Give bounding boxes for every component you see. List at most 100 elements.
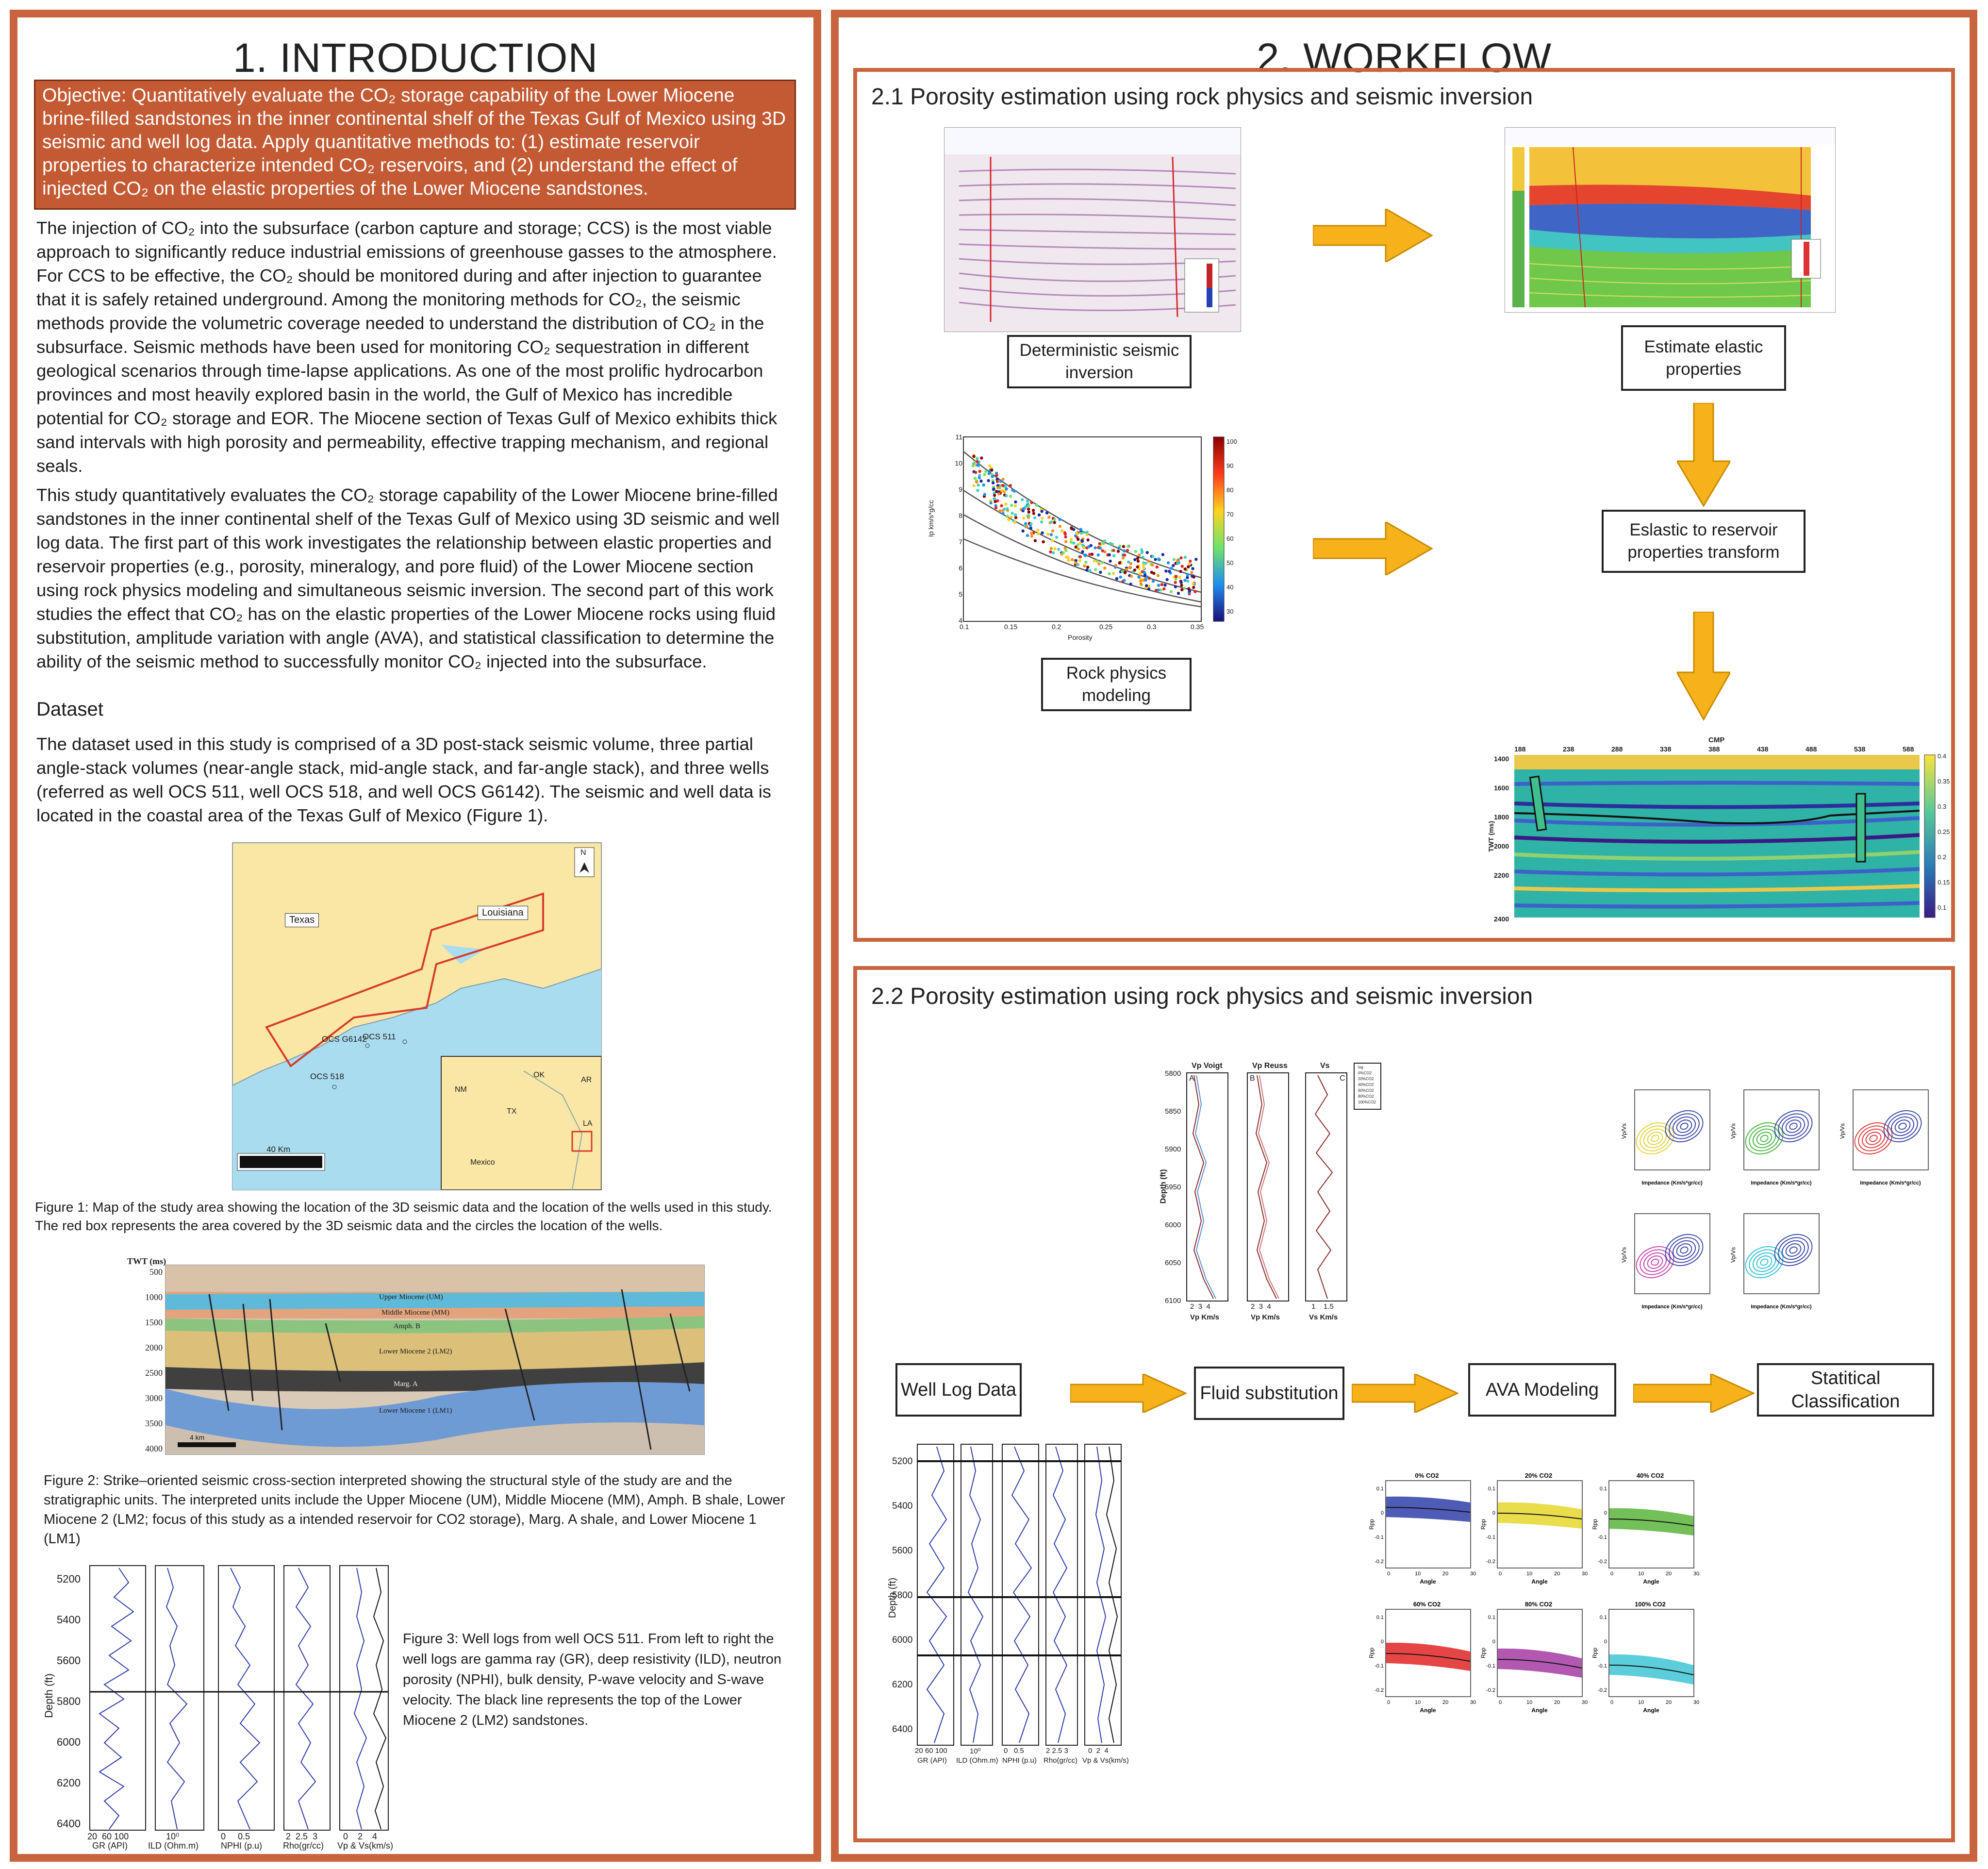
crossplot-point: [1174, 585, 1177, 588]
flow-fluid-substitution: Fluid substitution: [1194, 1367, 1344, 1420]
inset-ar: AR: [581, 1076, 592, 1084]
crossplot-point: [1145, 584, 1148, 587]
crossplot-point: [1144, 578, 1147, 582]
crossplot-point: [1129, 583, 1132, 586]
crossplot-point: [1174, 581, 1177, 584]
ava-xtick: 10: [1638, 1700, 1644, 1705]
crossplot-point: [1103, 539, 1107, 543]
crossplot-point: [972, 462, 976, 466]
crossplot-point: [1076, 543, 1079, 547]
ava-xtick: 20: [1554, 1571, 1560, 1577]
flow-statistical-classification: Statitical Classification: [1757, 1363, 1934, 1417]
crossplot-point: [1161, 553, 1165, 556]
crossplot-point: [1136, 565, 1139, 569]
ava-ytick: 0.1: [1600, 1486, 1607, 1492]
logs-xlabel-vp: Vp & Vs(km/s): [337, 1841, 394, 1851]
crossplot-point: [1115, 577, 1119, 581]
crossplot-point: [1049, 550, 1052, 554]
crossplot-point: [1111, 572, 1115, 575]
figure-3-caption: Figure 3: Well logs from well OCS 511. F…: [403, 1631, 782, 1728]
crossplot-point: [1136, 556, 1140, 560]
crossplot-yticks: 4 5 6 7 8 9 10 11: [955, 433, 962, 624]
logs-tick-gr: 20 60 100: [87, 1832, 129, 1841]
crossplot-point: [1108, 553, 1111, 556]
ava-mean-line: [1609, 1519, 1694, 1526]
crossplot-point: [1029, 522, 1033, 526]
crossplot-point: [1022, 517, 1026, 520]
crossplot-point: [1114, 564, 1117, 567]
ava-band: [1609, 1508, 1693, 1535]
crossplot-point: [1101, 561, 1104, 564]
map-label-texas: Texas: [285, 913, 319, 927]
cluster-contour: [1752, 1128, 1776, 1149]
cluster-ylabel: Vp/Vs: [1839, 1123, 1846, 1139]
crossplot-point: [1047, 516, 1051, 519]
cluster-contour: [1680, 1246, 1689, 1254]
crossplot-point: [1134, 550, 1138, 553]
crossplot-point: [1155, 565, 1159, 569]
crossplot-point: [1142, 566, 1145, 569]
crossplot-xticks: 0.1 0.15 0.2 0.25 0.3 0.35: [960, 623, 1204, 631]
cluster-contour: [1854, 1122, 1893, 1155]
crossplot-point: [1001, 478, 1005, 481]
crossplot-point: [1079, 532, 1083, 535]
crossplot-point: [1154, 588, 1158, 592]
porosity-section-title: CMP: [1708, 736, 1725, 744]
cluster-contour: [1890, 1116, 1915, 1136]
crossplot-point: [976, 457, 979, 460]
crossplot-point: [995, 473, 998, 477]
introduction-panel: 1. INTRODUCTION: [10, 10, 821, 1862]
ava-ylabel: Rpp: [1369, 1519, 1375, 1530]
crossplot-point: [1014, 500, 1017, 504]
cluster-contour: [1756, 1132, 1773, 1145]
ava-plot-title: 40% CO2: [1637, 1472, 1664, 1479]
well-label-511: OCS 511: [363, 1032, 396, 1041]
crossplot-point: [1129, 562, 1132, 565]
fluid-letter-b: B: [1250, 1074, 1255, 1083]
s22-tick-vp: 0 2 4: [1088, 1747, 1109, 1755]
ava-ylabel: Rpp: [1592, 1648, 1598, 1658]
crossplot-point: [1147, 577, 1151, 580]
crossplot-point: [1026, 499, 1029, 503]
cluster-contour: [1887, 1113, 1918, 1139]
crossplot-point: [1064, 549, 1068, 552]
flow-well-log-data: Well Log Data: [895, 1363, 1022, 1417]
ava-ytick: 0: [1492, 1639, 1495, 1645]
crossplot-point: [1010, 503, 1013, 507]
arrow-well-to-fluid: [1070, 1374, 1187, 1413]
crossplot-point: [1027, 510, 1030, 514]
crossplot-point: [1156, 574, 1160, 577]
crossplot-point: [1005, 494, 1008, 498]
ava-xlabel: Angle: [1531, 1707, 1548, 1714]
arrow-inversion-to-elastic: [1313, 209, 1433, 262]
ava-plot-title: 80% CO2: [1525, 1601, 1552, 1608]
crossplot-point: [1067, 559, 1070, 562]
crossplot-point: [1045, 511, 1049, 515]
rock-physics-crossplot: Ip km/s*g/cc Porosity 4 5 6 7 8 9 10 11 …: [927, 432, 1250, 646]
crossplot-point: [1087, 545, 1091, 549]
crossplot-point: [1049, 533, 1053, 536]
crossplot-point: [996, 486, 1000, 489]
ava-mean-line: [1497, 1659, 1582, 1669]
crossplot-point: [995, 480, 999, 483]
crossplot-point: [1058, 525, 1062, 528]
ava-ytick: 0.1: [1488, 1486, 1495, 1492]
logs-ylabel: Depth (ft): [42, 1673, 55, 1718]
section-unit-amphb: Amph. B: [394, 1322, 421, 1330]
ava-band: [1498, 1502, 1582, 1529]
crossplot-point: [1116, 550, 1120, 553]
crossplot-point: [1010, 515, 1013, 518]
objective-box: Objective: Quantitatively evaluate the C…: [34, 80, 796, 210]
crossplot-point: [1189, 559, 1192, 563]
ava-xlabel: Angle: [1420, 1578, 1436, 1585]
crossplot-point: [1055, 535, 1059, 539]
crossplot-point: [1121, 570, 1124, 573]
fluid-substitution-logs: Vp Voigt Vp Reuss Vs A B C log 0%CO2 20%…: [1160, 1056, 1388, 1328]
cluster-contour: [1643, 1252, 1667, 1272]
crossplot-point: [1186, 580, 1190, 583]
cluster-ylabel: Vp/Vs: [1621, 1247, 1627, 1263]
crossplot-point: [1118, 561, 1122, 565]
s22-tick-ild: 10⁰: [970, 1747, 981, 1755]
